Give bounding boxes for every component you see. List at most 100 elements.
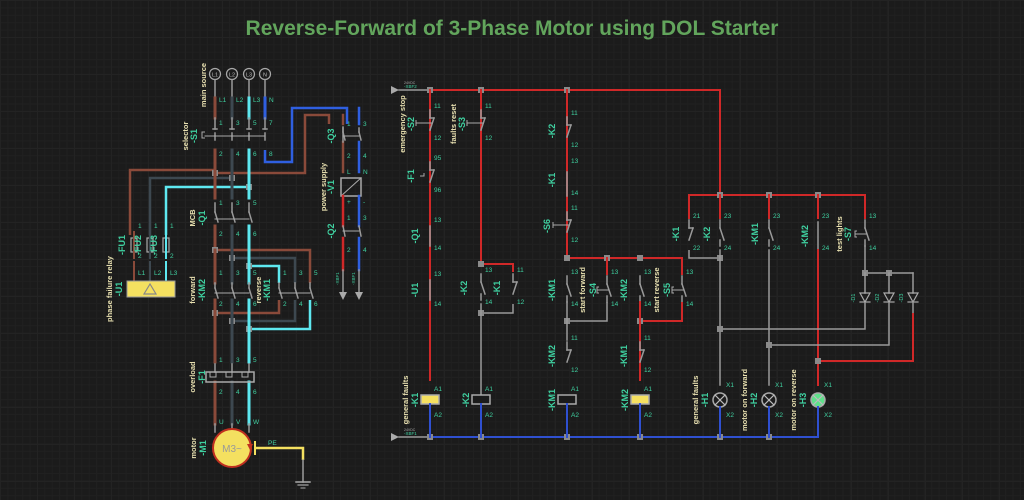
device-description: forward [188, 276, 197, 304]
device-description: general faults [691, 376, 700, 425]
wire [214, 211, 219, 223]
device-tag: -KM2 [619, 279, 629, 301]
pin-label: 11 [644, 335, 651, 342]
wire [566, 219, 572, 233]
wire [248, 211, 253, 223]
pin-label: 4 [299, 301, 303, 308]
device-tag: -K2 [702, 227, 712, 242]
pin-label: A1 [434, 386, 442, 393]
pin-label: 14 [869, 245, 877, 252]
pin-label: 21 [693, 213, 701, 220]
pin-label: 14 [485, 299, 493, 306]
pin-label: 5 [314, 270, 318, 277]
pin-label: 3 [363, 215, 367, 222]
pin-label: 13 [611, 269, 619, 276]
pin-label: 1 [170, 223, 174, 230]
wire-pe [255, 446, 305, 460]
pushbutton-icon [854, 230, 857, 238]
device-tag: -K1 [492, 281, 502, 296]
pin-label: X1 [726, 382, 734, 389]
wire-rev-out-l2 [232, 300, 297, 323]
wire-rev-out-l3 [249, 300, 312, 331]
pin-label: A1 [485, 386, 493, 393]
junction-dot [564, 255, 570, 261]
pin-label: 12 [517, 299, 525, 306]
pin-label: X2 [824, 412, 832, 419]
wire [566, 349, 572, 363]
wire-k1aux-return [688, 250, 720, 259]
pin-label: X1 [775, 382, 783, 389]
device-description: start forward [578, 267, 587, 313]
pin-label: L2 [154, 270, 162, 277]
pin-label: 14 [571, 190, 579, 197]
pin-label: 1 [347, 121, 351, 128]
pin-label: 13 [434, 271, 442, 278]
junction-dot [478, 261, 484, 267]
wire [248, 287, 253, 299]
device-description: selector [181, 122, 190, 151]
pin-label: 2 [219, 231, 223, 238]
wire [566, 124, 572, 138]
pin-label: N [269, 97, 274, 104]
device-tag: -FU2 [133, 235, 143, 255]
device-tag: -KM1 [547, 389, 557, 411]
pin-label: X1 [824, 382, 832, 389]
pin-label: 14 [686, 301, 694, 308]
device-tag: -KM2 [800, 225, 810, 247]
pin-label: 1 [283, 270, 287, 277]
device-description: reverse [254, 277, 263, 304]
pin-label: 12 [571, 142, 579, 149]
output-arrow-icon [339, 292, 347, 300]
source-label: L3 [246, 73, 252, 79]
pin-label: 23 [724, 213, 732, 220]
device-description: overload [188, 361, 197, 393]
diode-icon [882, 292, 896, 304]
pin-label: 11 [485, 103, 492, 110]
pin-label: 13 [644, 269, 652, 276]
wire [231, 211, 236, 223]
pin-label: 7 [269, 120, 273, 127]
junction-dot [637, 255, 643, 261]
wire [429, 117, 435, 131]
pin-label: 1 [219, 200, 223, 207]
device-tag: -KM2 [547, 345, 557, 367]
diode-tag: -D3 [899, 294, 905, 303]
device-tag: -U1 [114, 282, 124, 297]
source-label: L2 [229, 73, 235, 79]
device-tag: -S3 [457, 117, 467, 131]
coil-icon [557, 394, 577, 405]
pin-label: U [219, 419, 224, 426]
thermal-element-icon [209, 372, 217, 378]
device-description: motor [189, 437, 198, 458]
diode-icon [906, 292, 920, 304]
pin-label: 4 [236, 389, 240, 396]
power-supply-diagonal [340, 177, 362, 197]
pin-label: 6 [253, 231, 257, 238]
pin-label: A2 [571, 412, 579, 419]
pin-label: A2 [434, 412, 442, 419]
wire [480, 117, 486, 131]
pin-label: 13 [434, 217, 442, 224]
pin-label: 1 [154, 223, 158, 230]
pin-label: 2 [283, 301, 287, 308]
pin-label: W [253, 419, 260, 426]
device-tag: -S4 [588, 283, 598, 297]
pin-label: 14 [571, 301, 579, 308]
pin-label: 5 [253, 357, 257, 364]
device-tag: -S6 [542, 219, 552, 233]
pin-label: 13 [571, 158, 579, 165]
device-tag: -FU1 [117, 235, 127, 255]
pin-label: 2 [219, 301, 223, 308]
device-tag: -S5 [662, 283, 672, 297]
pin-label: 6 [253, 301, 257, 308]
pin-label: 2 [170, 253, 174, 260]
lamp-cross [812, 394, 824, 406]
diode-tag: -D1 [851, 294, 857, 303]
wire [688, 227, 694, 241]
pin-label: 22 [693, 245, 701, 252]
pin-label: 6 [253, 389, 257, 396]
pin-label: 1 [347, 215, 351, 222]
bottom-rail-arrow-icon [391, 433, 399, 441]
